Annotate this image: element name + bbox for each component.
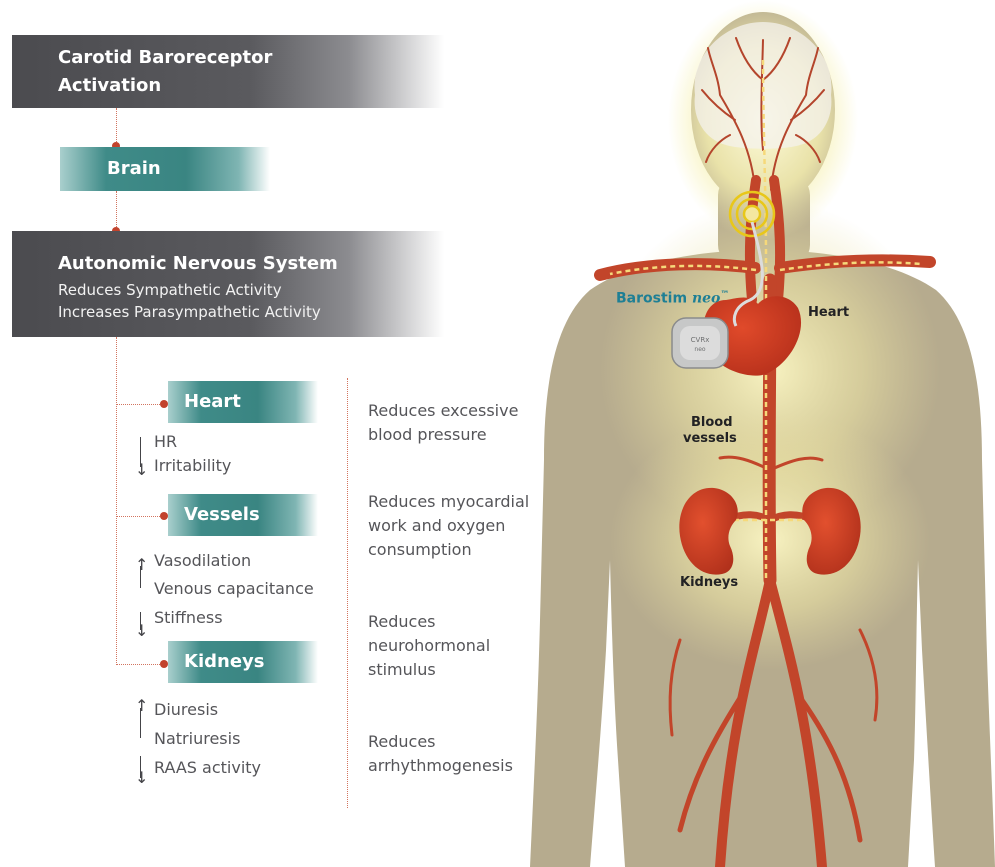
vessels-band: Vessels [168, 494, 318, 536]
device-tag1: CVRx [691, 336, 710, 344]
outcome-blood-pressure: Reduces excessive blood pressure [368, 399, 518, 447]
connector-dot [160, 512, 168, 520]
autonomic-sub2: Increases Parasympathetic Activity [58, 303, 321, 321]
device-trademark: ™ [720, 290, 729, 300]
up-arrowhead-icon: ↑ [135, 696, 148, 715]
carotid-activation-line2: Activation [58, 75, 161, 96]
connector-line [116, 191, 117, 231]
outcome-line: neurohormonal [368, 634, 490, 658]
outcome-line: stimulus [368, 658, 490, 682]
electrode-rings [730, 192, 774, 236]
kidneys-effect-natriuresis: Natriuresis [154, 729, 240, 748]
heart-effect-hr: HR [154, 432, 177, 451]
heart-label: Heart [184, 391, 241, 412]
outcome-line: arrhythmogenesis [368, 754, 513, 778]
branch-line-heart [116, 404, 162, 405]
device-tag2: neo [694, 346, 705, 353]
device-brand: Barostim [616, 291, 687, 307]
outcome-arrhythmogenesis: Reduces arrhythmogenesis [368, 730, 513, 778]
autonomic-sub1: Reduces Sympathetic Activity [58, 281, 282, 299]
body-label-vessels-line2: vessels [683, 431, 737, 447]
outcome-myocardial: Reduces myocardial work and oxygen consu… [368, 490, 529, 562]
outcome-line: work and oxygen [368, 514, 529, 538]
vessels-effect-vasodilation: Vasodilation [154, 551, 251, 570]
autonomic-title: Autonomic Nervous System [58, 253, 338, 274]
down-arrowhead-icon: ↓ [135, 768, 148, 787]
brain-label: Brain [107, 158, 161, 179]
outcome-line: Reduces [368, 610, 490, 634]
device-brand-label: Barostim neo™ [616, 290, 729, 307]
up-arrow-icon [140, 708, 141, 738]
carotid-activation-band: Carotid Baroreceptor Activation [12, 35, 444, 108]
up-arrow-icon [140, 566, 141, 588]
branch-line-kidneys [116, 664, 162, 665]
branch-line-vessels [116, 516, 162, 517]
connector-dot [160, 660, 168, 668]
vessels-label: Vessels [184, 504, 260, 525]
outcomes-divider [347, 378, 348, 808]
down-arrowhead-icon: ↓ [135, 460, 148, 479]
vessels-effect-venous-capacitance: Venous capacitance [154, 579, 314, 598]
branch-trunk-line [116, 337, 117, 665]
autonomic-band: Autonomic Nervous System Reduces Sympath… [12, 231, 444, 337]
outcome-neurohormonal: Reduces neurohormonal stimulus [368, 610, 490, 682]
body-label-vessels-line1: Blood [683, 415, 737, 431]
outcome-line: Reduces excessive [368, 399, 518, 423]
vessels-effect-stiffness: Stiffness [154, 608, 223, 627]
outcome-line: blood pressure [368, 423, 518, 447]
outcome-line: Reduces myocardial [368, 490, 529, 514]
body-label-kidneys: Kidneys [680, 575, 738, 591]
outcome-line: consumption [368, 538, 529, 562]
up-arrowhead-icon: ↑ [135, 555, 148, 574]
body-label-heart: Heart [808, 305, 849, 321]
connector-dot [160, 400, 168, 408]
heart-effect-irritability: Irritability [154, 456, 231, 475]
down-arrowhead-icon: ↓ [135, 621, 148, 640]
device-model: neo [692, 291, 720, 307]
kidneys-effect-diuresis: Diuresis [154, 700, 218, 719]
kidneys-label: Kidneys [184, 651, 264, 672]
heart-band: Heart [168, 381, 318, 423]
carotid-activation-line1: Carotid Baroreceptor [58, 47, 272, 68]
body-illustration: CVRx neo [530, 0, 995, 867]
kidneys-effect-raas: RAAS activity [154, 758, 261, 777]
kidneys-band: Kidneys [168, 641, 318, 683]
brain-band: Brain [60, 147, 270, 191]
outcome-line: Reduces [368, 730, 513, 754]
device-icon: CVRx neo [672, 318, 728, 368]
body-label-vessels: Blood vessels [683, 415, 737, 447]
